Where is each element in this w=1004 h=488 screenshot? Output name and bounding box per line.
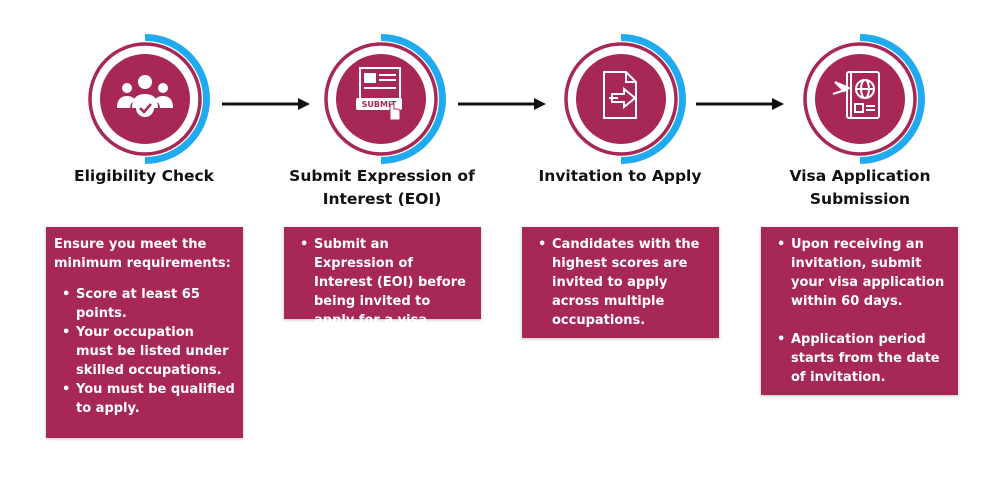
step-1-intro: Ensure you meet the minimum requirements… (54, 237, 231, 271)
arrow-step-1-to-2 (222, 98, 310, 110)
people-check-icon (117, 75, 173, 117)
list-item: Score at least 65 points. (54, 285, 235, 323)
arrow-step-2-to-3 (458, 98, 546, 110)
visa-passport-icon (832, 71, 880, 119)
submit-form-icon: SUBMIT (356, 67, 402, 121)
step-2-bullet-list: Submit an Expression of Interest (EOI) b… (292, 235, 473, 330)
step-2-title: Submit Expression of Interest (EOI) (289, 167, 475, 208)
arrow-step-3-to-4 (696, 98, 784, 110)
step-2-icon-badge: SUBMIT (316, 34, 446, 164)
list-item: Upon receiving an invitation, submit you… (769, 235, 950, 311)
document-arrow-icon (603, 71, 637, 119)
step-4-title: Visa Application Submission (789, 167, 931, 208)
step-4-icon-badge (795, 34, 925, 164)
step-3-icon-badge (556, 34, 686, 164)
list-item: Application period starts from the date … (769, 330, 950, 387)
list-item: Submit an Expression of Interest (EOI) b… (292, 235, 473, 330)
step-3-card: Candidates with the highest scores are i… (522, 227, 719, 338)
step-3-title: Invitation to Apply (538, 167, 702, 185)
step-1-icon-badge (80, 34, 210, 164)
list-item: You must be qualified to apply. (54, 380, 235, 418)
list-item: Candidates with the highest scores are i… (530, 235, 711, 330)
step-1-card: Ensure you meet the minimum requirements… (46, 227, 243, 438)
step-4-bullet-list: Upon receiving an invitation, submit you… (769, 235, 950, 387)
step-4-card: Upon receiving an invitation, submit you… (761, 227, 958, 395)
svg-text:SUBMIT: SUBMIT (362, 100, 397, 109)
step-2-card: Submit an Expression of Interest (EOI) b… (284, 227, 481, 328)
step-1-title: Eligibility Check (74, 167, 214, 185)
step-1-bullet-list: Score at least 65 points. Your occupatio… (54, 285, 235, 418)
list-item: Your occupation must be listed under ski… (54, 323, 235, 380)
step-3-bullet-list: Candidates with the highest scores are i… (530, 235, 711, 330)
